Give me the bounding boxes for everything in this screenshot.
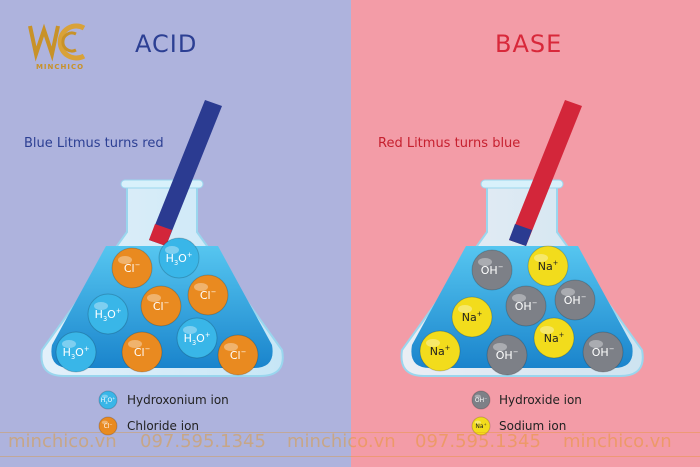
ion-hydroxide: OH− (582, 331, 624, 373)
ion-chloride: Cl− (140, 285, 182, 327)
logo-name: MINCHICO (35, 63, 85, 71)
acid-litmus-caption: Blue Litmus turns red (24, 136, 164, 151)
ion-sodium: Na+ (451, 296, 493, 338)
ion-chloride: Cl− (111, 247, 153, 289)
ion-hydroxide-label: OH− (496, 348, 518, 362)
legend-sodium-icon-label: Na+ (475, 422, 486, 430)
ion-chloride-label: Cl− (124, 261, 140, 275)
ion-hydroxide: OH− (471, 249, 513, 291)
ion-chloride-label: Cl− (153, 299, 169, 313)
legend-hydroxonium-icon: H3O+ (98, 390, 118, 410)
ion-chloride: Cl− (187, 274, 229, 316)
ion-sodium: Na+ (419, 330, 461, 372)
acid-heading: ACID (135, 30, 198, 58)
ion-hydroxide: OH− (554, 279, 596, 321)
ion-hydroxonium-label: H3O+ (166, 251, 193, 267)
watermark-rule-top (0, 432, 700, 433)
ion-hydroxide: OH− (486, 334, 528, 376)
ion-hydroxonium-label: H3O+ (184, 331, 211, 347)
ion-hydroxide-label: OH− (592, 345, 614, 359)
base-ions: OH− Na+ OH− Na+ OH− Na+ Na+ OH− OH− (419, 245, 624, 376)
legend-hydroxonium-label: Hydroxonium ion (127, 393, 229, 407)
ion-hydroxonium-label: H3O+ (63, 345, 90, 361)
ion-sodium: Na+ (533, 317, 575, 359)
ion-hydroxide: OH− (505, 285, 547, 327)
ion-hydroxonium: H3O+ (176, 317, 218, 359)
ion-sodium-label: Na+ (462, 310, 483, 324)
legend-hydroxonium-icon-label: H3O+ (101, 396, 116, 405)
ion-chloride: Cl− (217, 334, 259, 376)
legend-chloride-label: Chloride ion (127, 419, 200, 433)
legend-sodium-label: Sodium ion (499, 419, 567, 433)
watermark-site: minchico.vn (287, 431, 396, 452)
ion-sodium-label: Na+ (538, 259, 559, 273)
ion-hydroxonium: H3O+ (55, 331, 97, 373)
ion-hydroxide-label: OH− (481, 263, 503, 277)
red-litmus-strip (509, 100, 582, 246)
legend-sodium-icon: Na+ (471, 416, 491, 436)
minchico-logo (28, 23, 86, 62)
legend-hydroxide-icon-label: OH− (475, 396, 487, 404)
base-litmus-caption: Red Litmus turns blue (378, 136, 521, 151)
ion-hydroxonium: H3O+ (87, 293, 129, 335)
ion-chloride-label: Cl− (230, 348, 246, 362)
ion-chloride-label: Cl− (134, 345, 150, 359)
ion-sodium-label: Na+ (544, 331, 565, 345)
watermark-site: minchico.vn (563, 431, 672, 452)
legend-hydroxide-icon: OH− (471, 390, 491, 410)
legend-chloride-icon: Cl− (98, 416, 118, 436)
legend-hydroxide-label: Hydroxide ion (499, 393, 582, 407)
base-heading: BASE (495, 30, 563, 58)
ion-hydroxonium: H3O+ (158, 237, 200, 279)
acid-ions: Cl− H3O+ Cl− H3O+ Cl− H3O+ Cl− H3O+ Cl− (55, 237, 259, 376)
watermark-site: minchico.vn (8, 431, 117, 452)
blue-litmus-strip (149, 100, 222, 246)
watermark-phone: 097.595.1345 (140, 431, 266, 452)
ion-hydroxide-label: OH− (564, 293, 586, 307)
ion-hydroxide-label: OH− (515, 299, 537, 313)
ion-sodium-label: Na+ (430, 344, 451, 358)
ion-sodium: Na+ (527, 245, 569, 287)
ion-chloride: Cl− (121, 331, 163, 373)
watermark-rule-bottom (0, 456, 700, 457)
legend-chloride-icon-label: Cl− (104, 422, 113, 430)
ion-chloride-label: Cl− (200, 288, 216, 302)
legend-icons: H3O+ Cl− OH− Na+ (98, 390, 491, 436)
watermark-phone: 097.595.1345 (415, 431, 541, 452)
ion-hydroxonium-label: H3O+ (95, 307, 122, 323)
